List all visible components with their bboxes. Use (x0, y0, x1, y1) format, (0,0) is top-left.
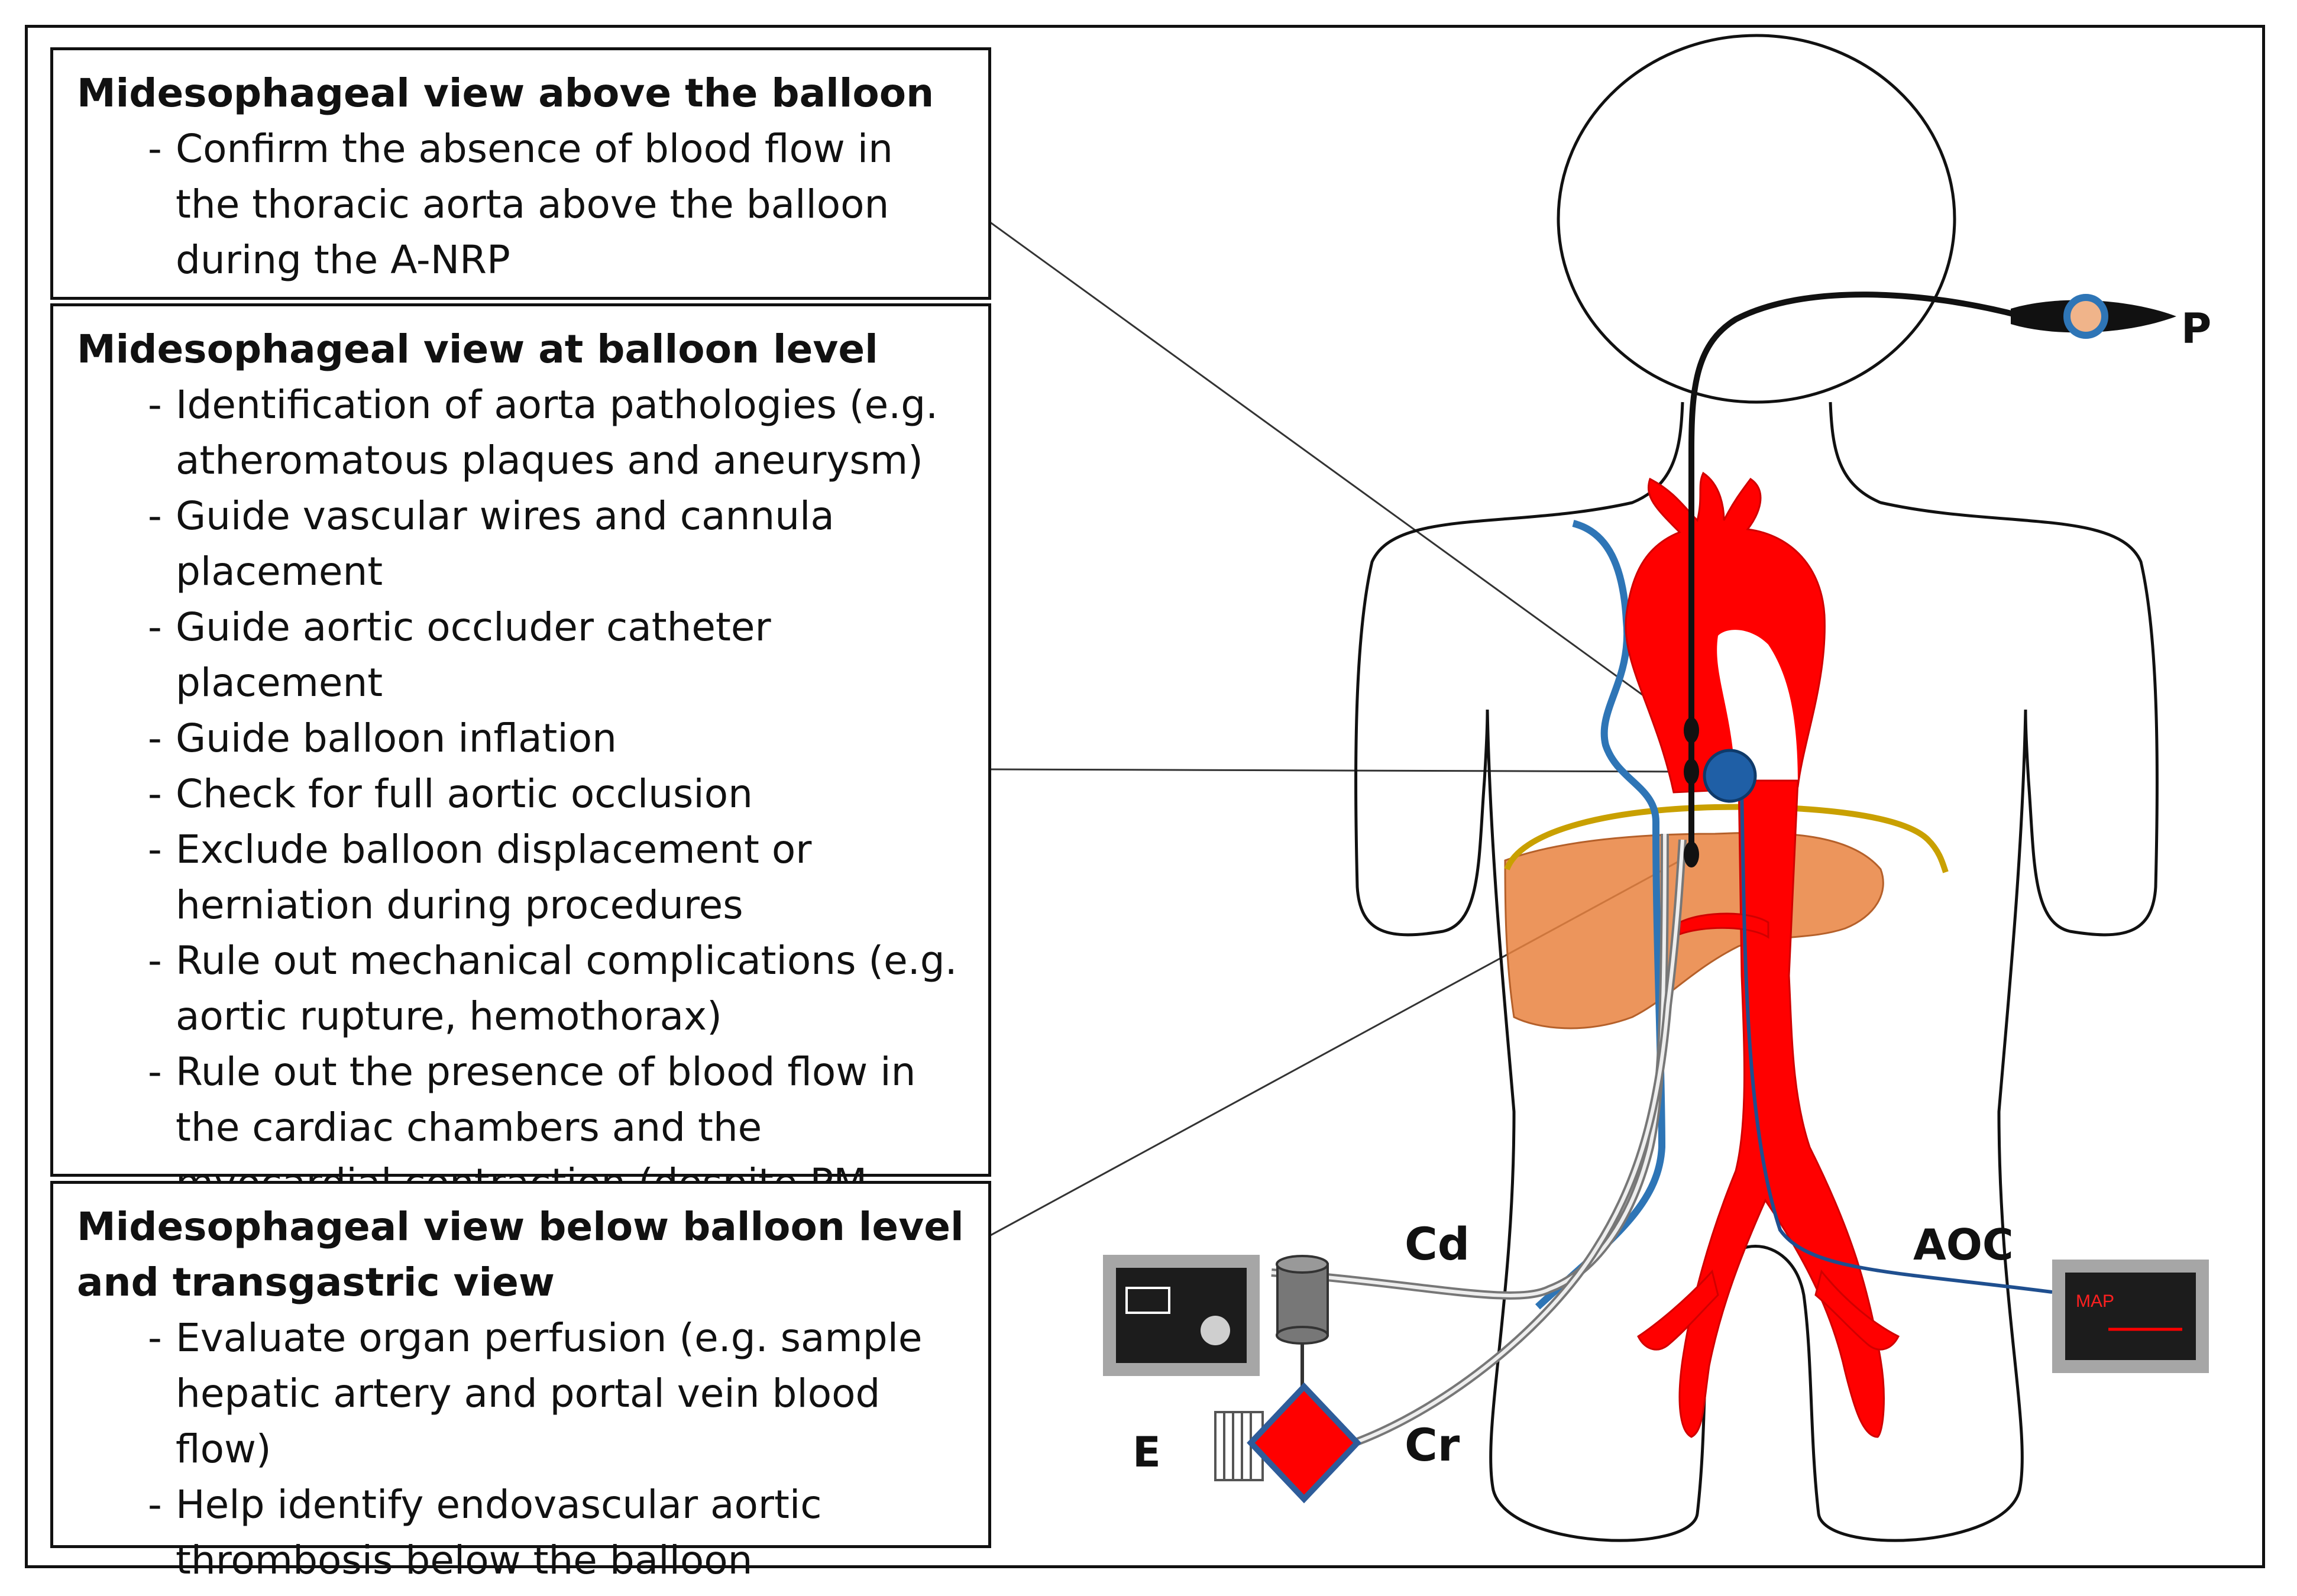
figure-frame (25, 25, 2265, 1568)
box-above-balloon: Midesophageal view above the balloon Con… (50, 47, 991, 300)
occluder-catheter (1740, 786, 2053, 1294)
list-item: Identification of aorta pathologies (e.g… (77, 377, 965, 488)
occluder-balloon (1703, 749, 1757, 803)
leader-line-balloon (989, 768, 1692, 773)
box-below-balloon: Midesophageal view below balloon level a… (50, 1181, 991, 1583)
head (1557, 34, 1956, 404)
label-monitor: MAP (2076, 1291, 2114, 1311)
label-return-cannula: Cr (1405, 1419, 1460, 1471)
list-item: Exclude balloon displacement or herniati… (77, 822, 965, 933)
box-above-balloon-heading: Midesophageal view above the balloon (77, 70, 934, 116)
list-item: Evaluate organ perfusion (e.g. sample he… (77, 1310, 965, 1477)
body-outline (1354, 34, 2159, 1542)
oxygenator (1214, 1382, 1361, 1504)
torso (1354, 402, 2159, 1542)
label-probe: P (2181, 305, 2211, 353)
list-item: Guide balloon inflation (77, 711, 965, 766)
label-drain-cannula: Cd (1405, 1218, 1470, 1270)
ecmo-console (1103, 1255, 1260, 1376)
list-item: Rule out mechanical complications (e.g. … (77, 933, 965, 1044)
box-balloon-level-heading: Midesophageal view at balloon level (77, 326, 878, 372)
centrifugal-pump (1276, 1255, 1329, 1387)
label-occluder: AOC (1913, 1220, 2014, 1270)
map-monitor (2052, 1260, 2209, 1373)
list-item: Confirm the absence of blood flow in the… (77, 121, 965, 288)
list-item: Guide aortic occluder catheter placement (77, 600, 965, 711)
list-item: Guide vascular wires and cannula placeme… (77, 488, 965, 600)
label-ecmo: E (1133, 1428, 1161, 1477)
leader-line-above (989, 221, 1692, 731)
tee-probe-tip-markers (1684, 717, 1699, 867)
tee-probe-cable (1688, 292, 2024, 857)
box-balloon-level: Midesophageal view at balloon level Iden… (50, 303, 991, 1261)
list-item: Help identify endovascular aortic thromb… (77, 1477, 965, 1588)
tee-probe-handle (2011, 294, 2176, 339)
list-item: Check for full aortic occlusion (77, 766, 965, 822)
box-below-balloon-heading: Midesophageal view below balloon level a… (77, 1204, 964, 1305)
